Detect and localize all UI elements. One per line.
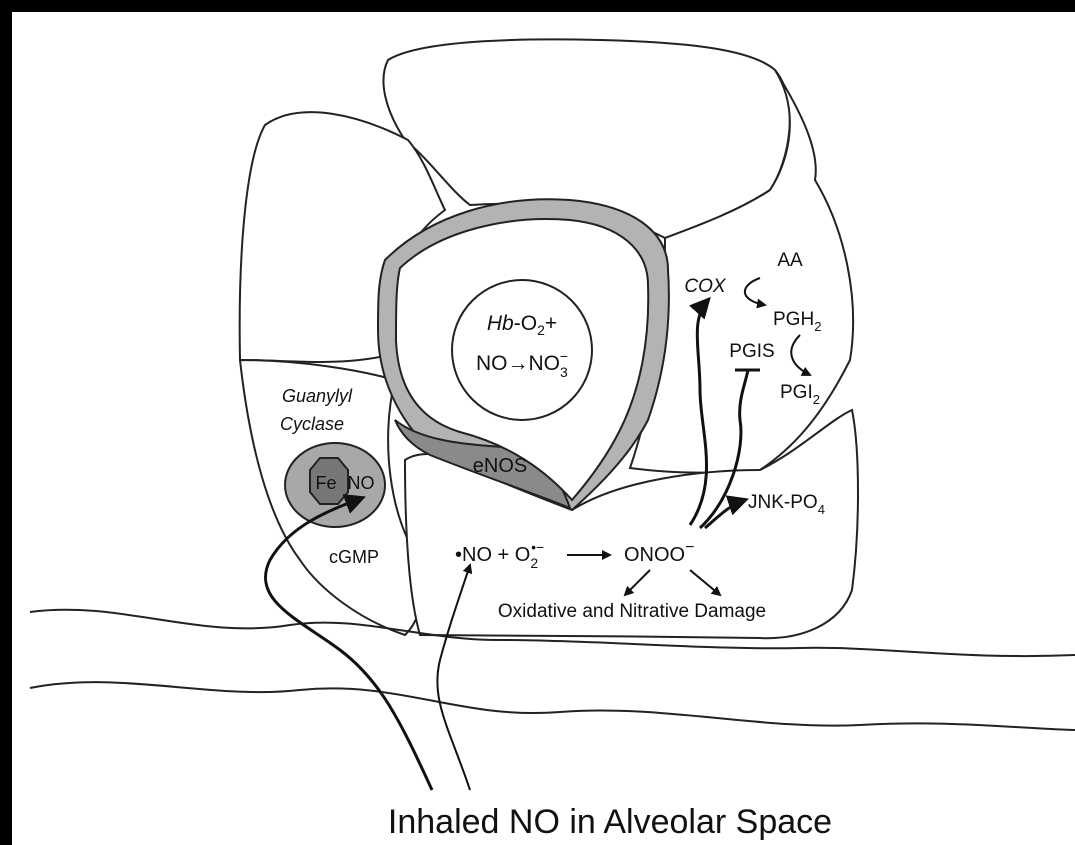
enos-label: eNOS	[473, 455, 527, 477]
hb-o2-label: Hb-O2+	[487, 312, 557, 338]
alveolar-wall-line-2	[30, 682, 1075, 730]
damage-label: Oxidative and Nitrative Damage	[498, 601, 766, 622]
guanylyl-label: Guanylyl	[282, 386, 353, 406]
cyclase-label: Cyclase	[280, 414, 344, 434]
fe-label: Fe	[315, 473, 336, 493]
red-blood-cell	[452, 280, 592, 420]
caption: Inhaled NO in Alveolar Space	[388, 803, 832, 841]
cox-label: COX	[684, 276, 727, 297]
cgmp-label: cGMP	[329, 547, 379, 567]
fe-no-label: NO	[348, 473, 375, 493]
peroxynitrite-label: ONOO−	[624, 539, 694, 566]
aa-label: AA	[777, 250, 803, 271]
pgis-label: PGIS	[729, 341, 774, 362]
